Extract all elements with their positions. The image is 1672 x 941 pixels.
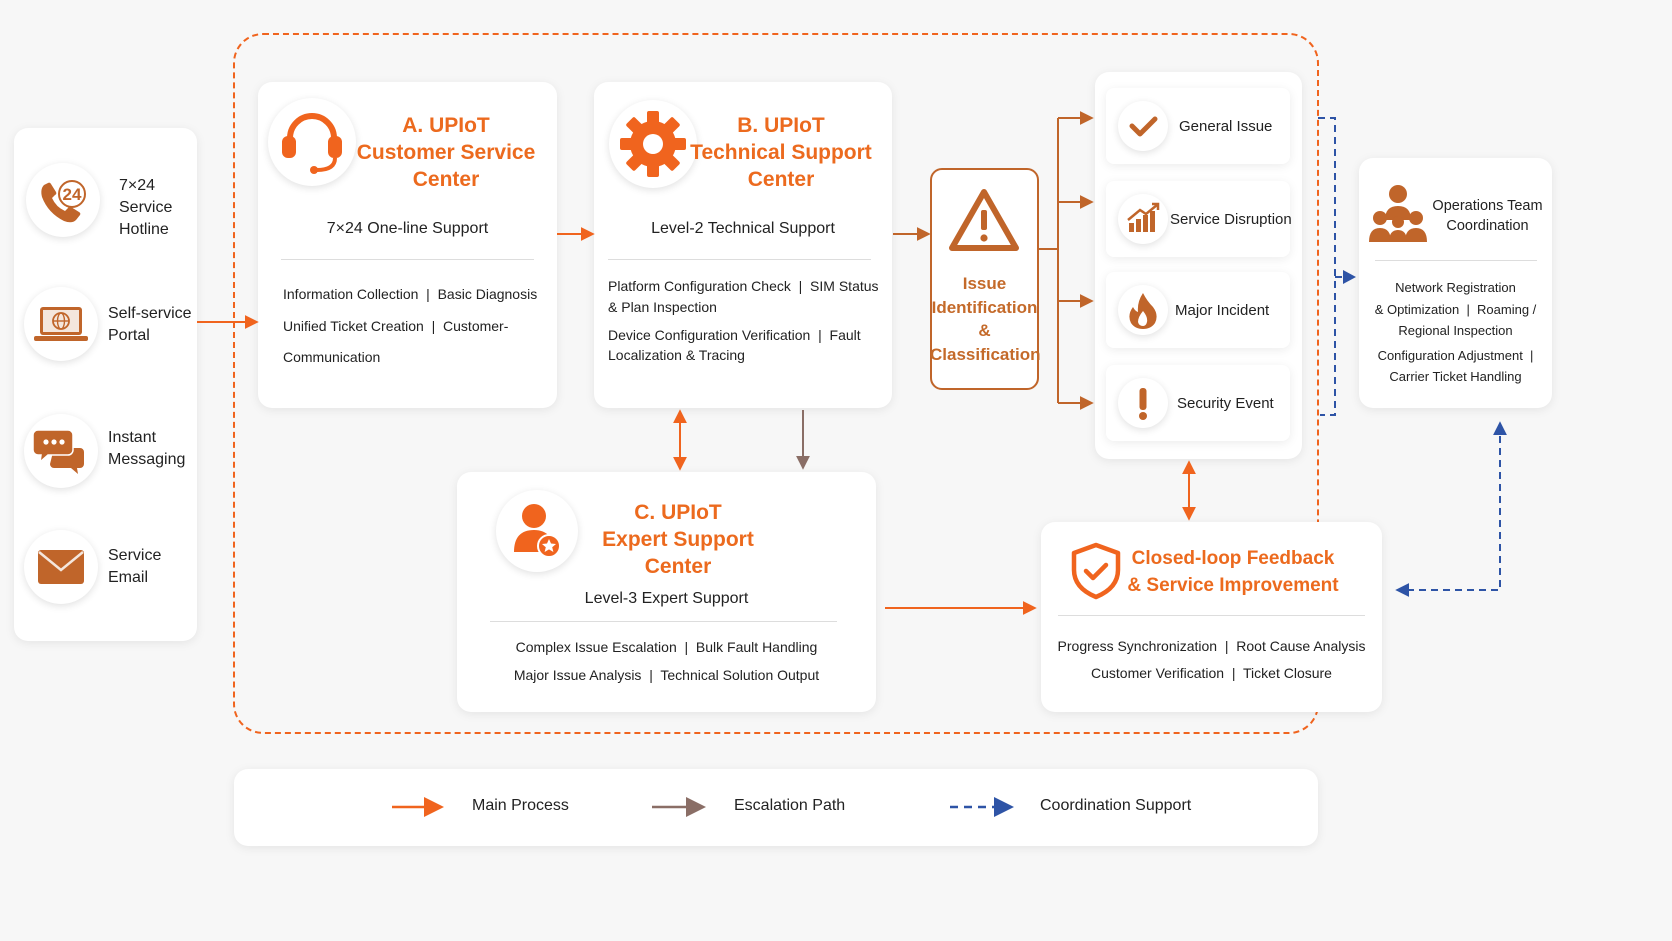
issue-general-label: General Issue: [1179, 118, 1273, 135]
center-b-item: Localization & Tracing: [608, 347, 745, 363]
legend-main-arrow-icon: [392, 797, 444, 817]
feedback-card: [1041, 522, 1382, 712]
center-c-subtitle: Level-3 Expert Support: [584, 590, 749, 607]
exclamation-icon: [1139, 388, 1147, 420]
channel-im-icon-wrap: [24, 414, 98, 488]
envelope-icon: [38, 550, 84, 584]
legend-coordination-label: Coordination Support: [1040, 797, 1192, 814]
feedback-item: Customer Verification | Ticket Closure: [1091, 665, 1332, 681]
center-c-item: Complex Issue Escalation | Bulk Fault Ha…: [515, 639, 818, 655]
headset-icon: [282, 113, 342, 174]
legend-escalation-label: Escalation Path: [734, 797, 846, 814]
operations-item: Configuration Adjustment |: [1377, 348, 1534, 363]
laptop-globe-icon: [34, 307, 88, 341]
gear-icon: [620, 111, 686, 177]
legend-escalation-arrow-icon: [652, 797, 706, 817]
center-a-title: A. UPIoT Customer Service Center: [356, 114, 536, 191]
issue-security-label: Security Event: [1177, 395, 1274, 412]
channel-hotline-label: 7×24 Service Hotline: [119, 177, 173, 238]
warning-triangle-icon: [949, 189, 1019, 251]
channel-hotline-icon-wrap: 24: [26, 163, 100, 237]
chart-up-icon: [1127, 202, 1160, 232]
center-b-title: B. UPIoT Technical Support Center: [690, 114, 872, 191]
svg-text:24: 24: [63, 185, 82, 204]
center-a-icon-wrap: [268, 98, 356, 186]
arrow-issues-to-operations: [1318, 117, 1355, 416]
channel-portal-icon-wrap: [24, 287, 98, 361]
chat-bubbles-icon: [32, 429, 84, 474]
check-icon: [1129, 116, 1158, 137]
expert-user-icon: [514, 504, 561, 558]
center-b-item: Platform Configuration Check | SIM Statu…: [608, 278, 879, 294]
issue-major-label: Major Incident: [1175, 302, 1270, 319]
legend-main-label: Main Process: [472, 797, 569, 814]
issue-disruption-icon-wrap: [1118, 194, 1168, 244]
center-c-item: Major Issue Analysis | Technical Solutio…: [513, 667, 820, 683]
center-b-icon-wrap: [609, 100, 697, 188]
center-a-item: Information Collection | Basic Diagnosis: [283, 286, 538, 302]
classification-box: [930, 168, 1039, 390]
shield-check-icon: [1071, 542, 1121, 600]
issue-security-icon-wrap: [1118, 378, 1168, 428]
center-a-item: Unified Ticket Creation | Customer-: [283, 318, 509, 334]
issue-general-icon-wrap: [1118, 101, 1168, 151]
arrow-operations-feedback-coordination: [1395, 421, 1507, 597]
operations-item: & Optimization | Roaming /: [1374, 302, 1537, 317]
operations-item: Regional Inspection: [1398, 323, 1513, 338]
center-a-item: Communication: [283, 349, 381, 365]
legend-coordination-arrow-icon: [950, 797, 1014, 817]
center-a-subtitle: 7×24 One-line Support: [326, 220, 489, 237]
operations-title: Operations Team Coordination: [1432, 198, 1543, 234]
operations-item: Network Registration: [1395, 280, 1516, 295]
center-b-subtitle: Level-2 Technical Support: [651, 220, 835, 237]
issue-major-icon-wrap: [1118, 285, 1168, 335]
center-c-icon-wrap: [496, 490, 578, 572]
center-c-title: C. UPIoT Expert Support Center: [602, 501, 754, 578]
center-b-item: & Plan Inspection: [608, 299, 717, 315]
feedback-title: Closed-loop Feedback & Service Improveme…: [1127, 548, 1339, 596]
classification-label: Issue Identification & Classification: [930, 274, 1041, 364]
phone-24-icon: 24: [41, 180, 86, 223]
team-icon: [1369, 185, 1427, 242]
operations-item: Carrier Ticket Handling: [1389, 369, 1522, 384]
channel-im-label: Instant Messaging: [108, 429, 186, 468]
channel-email-label: Service Email: [108, 547, 162, 586]
channel-email-icon-wrap: [24, 530, 98, 604]
center-b-item: Device Configuration Verification | Faul…: [608, 327, 861, 343]
feedback-item: Progress Synchronization | Root Cause An…: [1057, 638, 1366, 654]
issue-disruption-label: Service Disruption: [1170, 211, 1292, 228]
flame-icon: [1129, 293, 1157, 329]
channel-portal-label: Self-service Portal: [108, 305, 192, 344]
